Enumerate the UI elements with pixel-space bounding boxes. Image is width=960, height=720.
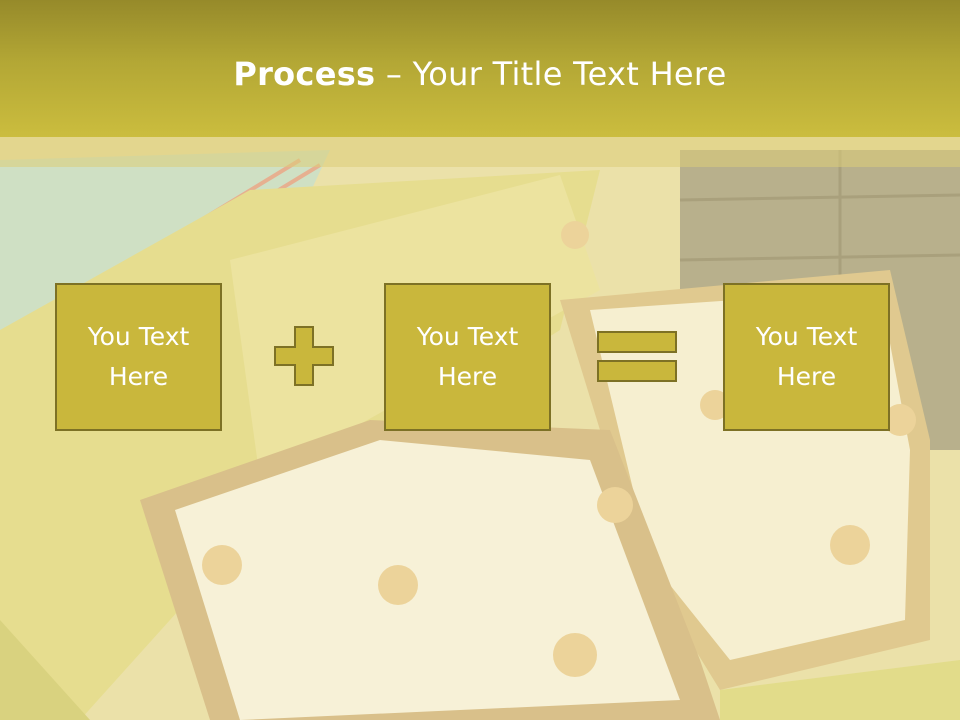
slide-title[interactable]: Process – Your Title Text Here [0,52,960,96]
text-box-3[interactable]: You Text Here [723,283,890,431]
plus-icon [274,326,334,386]
text-box-2-line2: Here [437,362,498,391]
equals-icon [597,331,677,382]
text-box-2-line1: You Text [416,322,519,351]
title-bar-fade [0,137,960,167]
title-bold: Process [233,55,376,93]
text-box-1-line1: You Text [87,322,190,351]
title-rest: – Your Title Text Here [375,55,727,93]
title-bar [0,0,960,137]
text-box-1[interactable]: You Text Here [55,283,222,431]
text-box-3-line1: You Text [755,322,858,351]
text-box-1-line2: Here [108,362,169,391]
text-box-3-line2: Here [776,362,837,391]
text-box-2[interactable]: You Text Here [384,283,551,431]
